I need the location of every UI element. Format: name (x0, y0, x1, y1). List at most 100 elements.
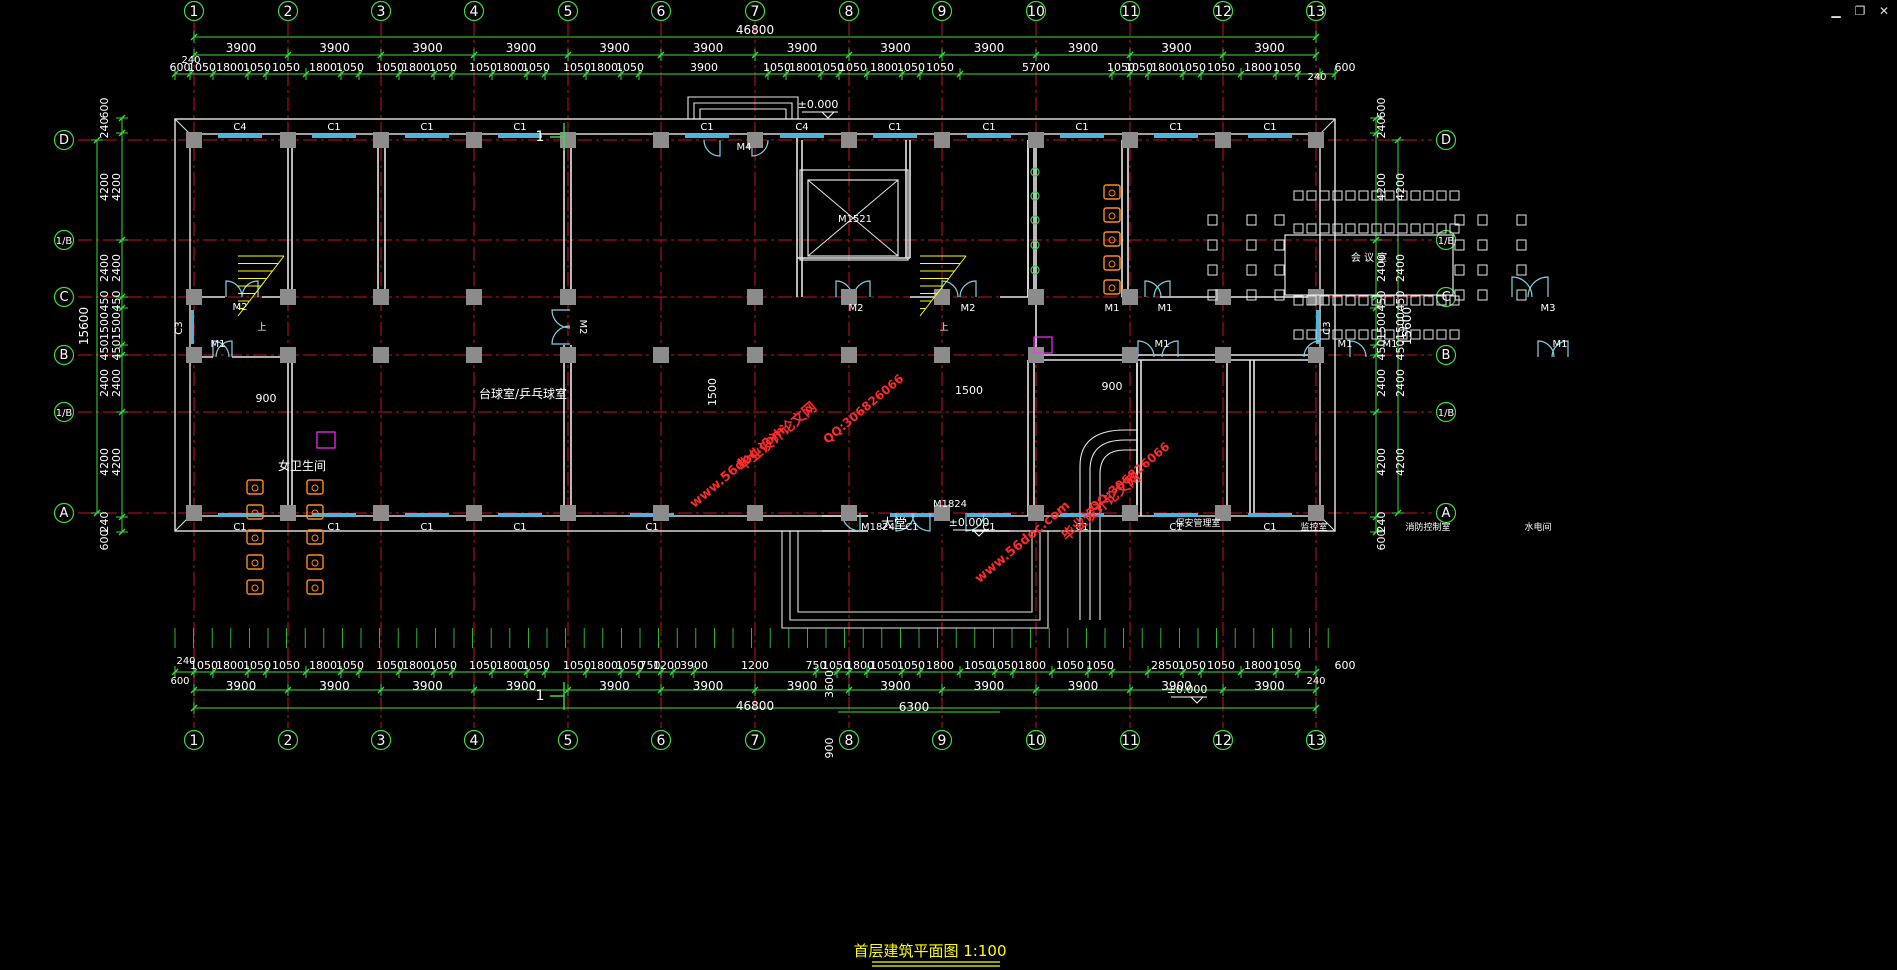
dim-text-v: 1500 (98, 312, 111, 340)
dim-text-v: 2400 (1375, 369, 1388, 397)
structural-column (186, 289, 202, 305)
dim-tick (956, 70, 964, 78)
dim-tick (118, 408, 126, 416)
dim-tick (817, 70, 825, 78)
dim-text: 1050 (336, 61, 364, 74)
door-swing (241, 280, 259, 298)
axis-label-bottom: 4 (470, 733, 479, 749)
dim-tick (118, 351, 126, 359)
door-label: M1 (1158, 303, 1173, 314)
window-top (685, 134, 729, 138)
structural-column (747, 289, 763, 305)
axis-label-left: B (60, 348, 69, 363)
structural-column (747, 132, 763, 148)
chair (1454, 239, 1465, 251)
dim-text: 3900 (693, 41, 724, 55)
dim-tick (1372, 129, 1380, 137)
dim-tick (898, 70, 906, 78)
urinal (1030, 215, 1040, 225)
chair (1274, 264, 1285, 276)
dim-text: 3900 (1161, 679, 1192, 693)
structural-column (373, 132, 389, 148)
window-label: C1 (905, 522, 918, 533)
chair (1516, 214, 1527, 226)
dim-tick (355, 668, 363, 676)
axis-bubble-top (1119, 0, 1141, 22)
dim-text: 1050 (964, 659, 992, 672)
wall-corner (174, 118, 191, 135)
structural-column (1308, 505, 1324, 521)
dim-text: 1050 (1056, 659, 1084, 672)
structural-column (560, 505, 576, 521)
axis-bubble-top (1025, 0, 1047, 22)
dim-text: 1200 (741, 659, 769, 672)
dim-tick (635, 70, 643, 78)
minimize-icon[interactable]: ▁ (1831, 4, 1841, 18)
dim-tick (938, 51, 946, 59)
window-label: C1 (327, 122, 340, 133)
dim-text: 1800 (870, 61, 898, 74)
axis-label-top: 9 (938, 4, 947, 20)
toilet-bowl (311, 534, 319, 542)
structural-column (1028, 505, 1044, 521)
window-label: C1 (233, 522, 246, 533)
chair (1449, 190, 1460, 201)
dim-tick (1312, 668, 1320, 676)
window-label: C1 (1263, 522, 1276, 533)
chair (1345, 223, 1356, 234)
toilet-bowl (1108, 260, 1116, 268)
axis-label-bottom: 9 (938, 733, 947, 749)
door-swing (1144, 280, 1162, 298)
restore-icon[interactable]: ❐ (1854, 4, 1866, 18)
chair (1423, 190, 1434, 201)
dim-tick (1394, 509, 1402, 517)
window-top (873, 134, 917, 138)
dim-text: 240 (1307, 72, 1326, 83)
chair (1293, 329, 1304, 340)
dim-text: 1800 (1244, 659, 1272, 672)
axis-bubble-bottom (370, 729, 392, 751)
dim-tick (1372, 304, 1380, 312)
door-label: M1 (1553, 339, 1568, 350)
watermark: www.56doc.com (687, 423, 788, 511)
dim-tick (1394, 136, 1402, 144)
window-label: C1 (700, 122, 713, 133)
axis-label-left: A (60, 506, 69, 521)
structural-column (1308, 347, 1324, 363)
axis-label-top: 3 (377, 4, 386, 20)
dim-tick (1312, 704, 1320, 712)
dim-text-v: 600 (1375, 98, 1388, 119)
dim-tick (1084, 668, 1092, 676)
chair (1477, 264, 1488, 276)
dim-text: 1050 (469, 659, 497, 672)
dim-tick (302, 70, 310, 78)
window-bottom (1248, 513, 1292, 517)
north-porch (687, 96, 799, 119)
elevator-x (807, 179, 899, 257)
close-icon[interactable]: ✕ (1878, 4, 1890, 18)
dim-tick (209, 668, 217, 676)
axis-bubble-top (463, 0, 485, 22)
door-label: M3 (1541, 303, 1556, 314)
dim-text: 1050 (563, 659, 591, 672)
dim-tick (1372, 236, 1380, 244)
chair (1358, 295, 1369, 306)
dim-text: 3900 (1254, 679, 1285, 693)
axis-bubble-bottom (744, 729, 766, 751)
chair (1410, 329, 1421, 340)
door-swing (1303, 340, 1321, 358)
dim-text-v: 2400 (110, 254, 123, 282)
dim-tick (118, 293, 126, 301)
dim-tick (118, 304, 126, 312)
elevator-enclosure (799, 169, 909, 261)
dim-tick (1219, 51, 1227, 59)
dim-text: 1800 (846, 659, 874, 672)
toilet-bowl (311, 584, 319, 592)
dim-tick (284, 51, 292, 59)
dim-tick (1372, 408, 1380, 416)
axis-label-top: 7 (751, 4, 760, 20)
door-swing (212, 340, 230, 358)
structural-column (466, 132, 482, 148)
dim-tick (262, 668, 270, 676)
